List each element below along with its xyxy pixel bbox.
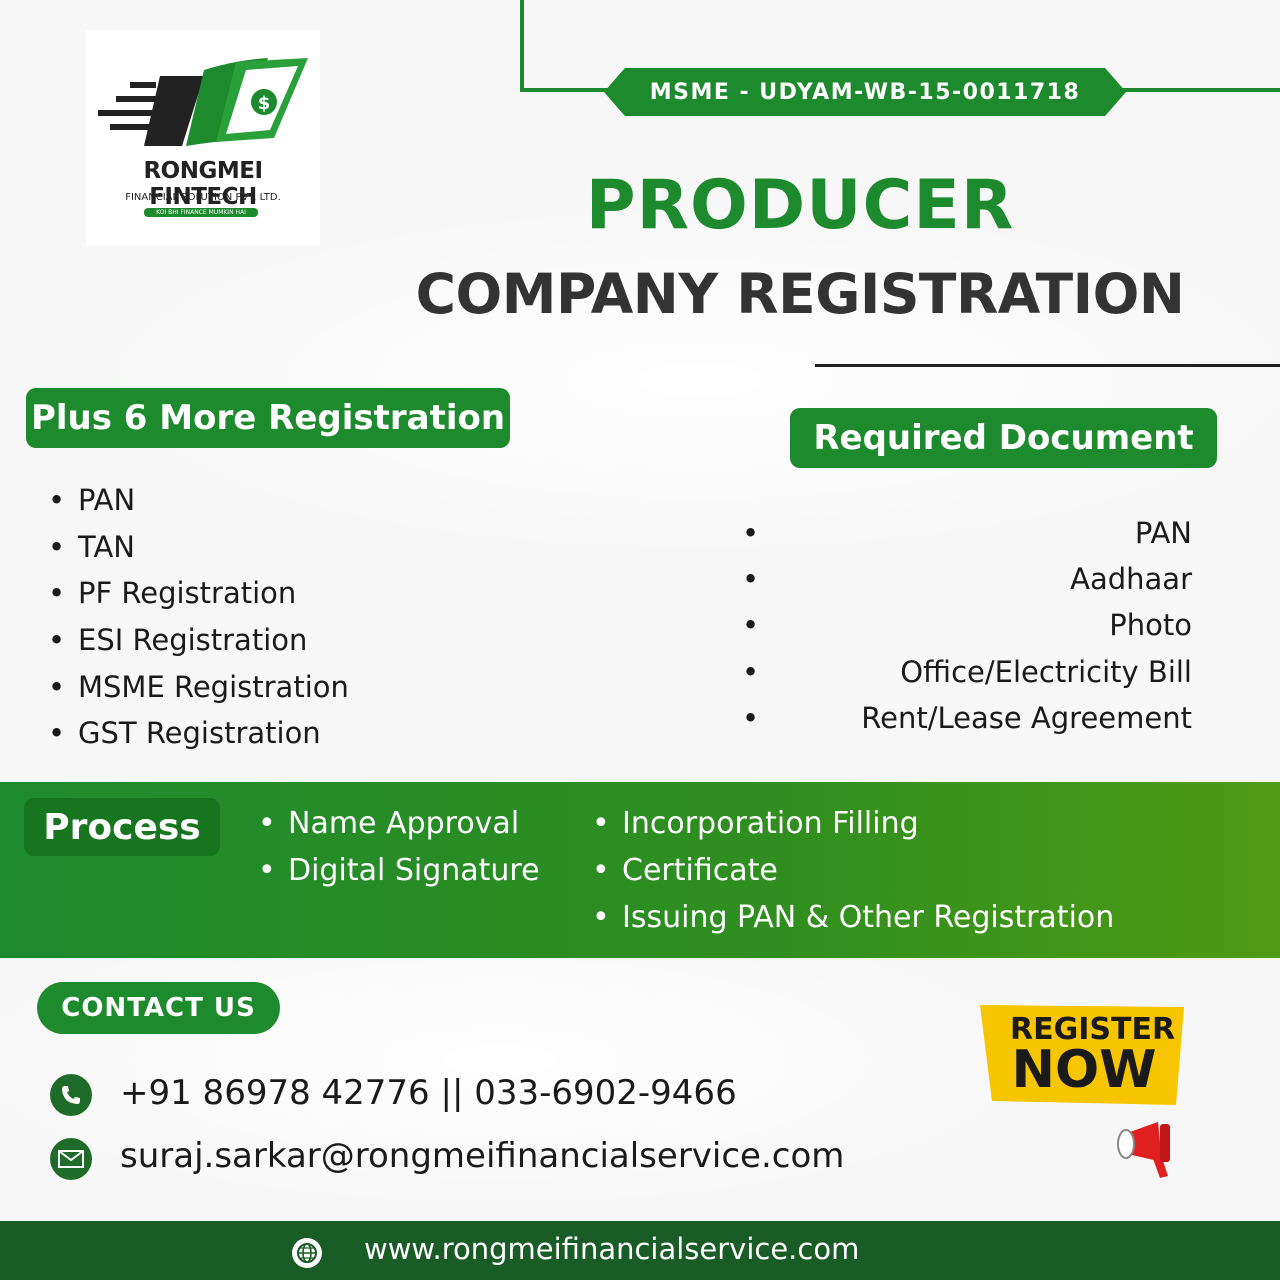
- brand-name: RONGMEI FINTECH: [143, 158, 263, 210]
- process-steps-col1: Name Approval Digital Signature: [258, 800, 578, 894]
- logo-card: $ RONGMEI FINTECH FINANCIAL SOLUTION PVT…: [86, 30, 320, 246]
- documents-heading: Required Document: [790, 408, 1217, 468]
- globe-icon: [292, 1238, 322, 1268]
- logo-icon: $: [98, 58, 308, 146]
- list-item: PAN: [742, 510, 1192, 556]
- list-item: Certificate: [592, 847, 1192, 894]
- list-item: PF Registration: [48, 570, 508, 617]
- list-item: Incorporation Filling: [592, 800, 1192, 847]
- msme-badge: MSME - UDYAM-WB-15-0011718: [604, 68, 1126, 116]
- list-item: Office/Electricity Bill: [742, 649, 1192, 695]
- contact-phone[interactable]: +91 86978 42776 || 033-6902-9466: [120, 1073, 737, 1113]
- divider: [815, 364, 1280, 367]
- list-item: MSME Registration: [48, 664, 508, 711]
- list-item: Aadhaar: [742, 556, 1192, 602]
- list-item: TAN: [48, 524, 508, 571]
- list-item: Digital Signature: [258, 847, 578, 894]
- register-badge-shape: [980, 1005, 1184, 1105]
- list-item: Name Approval: [258, 800, 578, 847]
- list-item: ESI Registration: [48, 617, 508, 664]
- megaphone-icon: [1117, 1122, 1170, 1178]
- list-item: Photo: [742, 602, 1192, 648]
- website-link[interactable]: www.rongmeifinancialservice.com: [364, 1232, 860, 1266]
- register-now-badge[interactable]: [980, 1005, 1184, 1105]
- list-item: GST Registration: [48, 710, 508, 757]
- list-item: Issuing PAN & Other Registration: [592, 894, 1192, 941]
- title-company-registration: COMPANY REGISTRATION: [415, 262, 1185, 326]
- documents-list: PAN Aadhaar Photo Office/Electricity Bil…: [742, 510, 1192, 741]
- mail-icon: [50, 1138, 92, 1180]
- brand-subtitle: FINANCIAL SOLUTION PVT. LTD.: [125, 192, 281, 203]
- process-heading: Process: [24, 798, 220, 856]
- contact-email[interactable]: suraj.sarkar@rongmeifinancialservice.com: [120, 1136, 845, 1176]
- title-producer: PRODUCER: [585, 166, 1015, 245]
- process-steps-col2: Incorporation Filling Certificate Issuin…: [592, 800, 1192, 941]
- now-label: NOW: [1011, 1040, 1157, 1100]
- brand-tagline: KOI BHI FINANCE MUMKIN HAI: [144, 208, 258, 217]
- list-item: PAN: [48, 477, 508, 524]
- registrations-list: PAN TAN PF Registration ESI Registration…: [48, 477, 508, 757]
- registrations-heading: Plus 6 More Registration: [26, 388, 510, 448]
- footer-bar: [0, 1221, 1280, 1280]
- contact-heading: CONTACT US: [37, 982, 280, 1034]
- svg-text:$: $: [258, 93, 271, 114]
- register-label: REGISTER: [1010, 1012, 1176, 1047]
- list-item: Rent/Lease Agreement: [742, 695, 1192, 741]
- phone-icon: [50, 1074, 92, 1116]
